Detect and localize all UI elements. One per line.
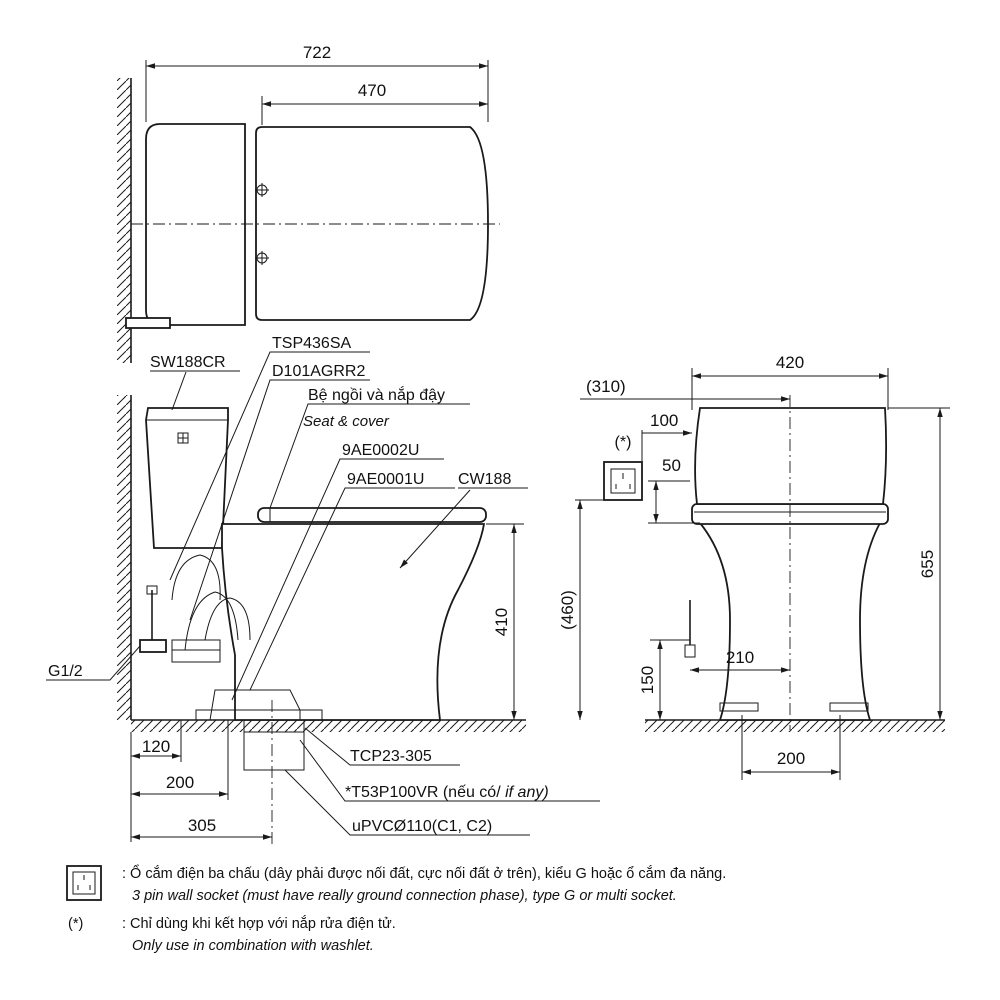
side-trap-curve-1 [171, 554, 221, 601]
label-asterisk-front: (*) [615, 434, 632, 451]
label-upvc-pipe: uPVCØ110(C1, C2) [352, 818, 492, 835]
dim-210: 210 [726, 648, 754, 667]
dim-460: (460) [558, 590, 577, 630]
top-inlet-valve [125, 317, 171, 329]
note-star-vi: : Chỉ dùng khi kết hợp với nắp rửa điện … [122, 915, 396, 932]
dim-150: 150 [638, 666, 657, 694]
label-d101agrr2: D101AGRR2 [272, 363, 365, 380]
label-g12: G1/2 [48, 663, 83, 680]
side-floor-hatch [131, 720, 526, 732]
dim-100: 100 [650, 411, 678, 430]
label-tsp436sa: TSP436SA [272, 335, 351, 352]
dim-655: 655 [918, 550, 937, 578]
note-star-en: Only use in combination with washlet. [132, 938, 374, 954]
dim-310: (310) [586, 377, 626, 396]
label-9ae0002u: 9AE0002U [342, 442, 419, 459]
side-seat-outline [257, 507, 487, 523]
side-outlet-elbow [209, 689, 301, 721]
front-tank-outline [694, 407, 888, 505]
note-star-marker: (*) [68, 916, 83, 932]
front-socket-icon [603, 461, 643, 501]
note-socket-icon [66, 865, 102, 901]
front-view: (*) 420 (310) 100 50 (460) 655 150 210 [558, 353, 950, 780]
label-seat-en: Seat & cover [303, 413, 390, 430]
top-tank-outline [145, 123, 246, 326]
label-tcp23-305: TCP23-305 [350, 748, 432, 765]
label-cw188: CW188 [458, 471, 511, 488]
note-socket-en: 3 pin wall socket (must have really grou… [132, 888, 677, 904]
side-tank-outline [145, 407, 229, 549]
dim-420: 420 [776, 353, 804, 372]
dim-470: 470 [358, 81, 386, 100]
top-wall-hatch [117, 78, 131, 363]
side-flush-pipe [171, 639, 221, 663]
label-9ae0001u: 9AE0001U [347, 471, 424, 488]
note-socket-vi: : Ổ cắm điện ba chấu (dây phải được nối … [122, 864, 726, 882]
dim-50: 50 [662, 456, 681, 475]
front-bolt-left [719, 702, 759, 712]
dim-200-front: 200 [777, 749, 805, 768]
dim-410: 410 [492, 608, 511, 636]
notes: : Ổ cắm điện ba chấu (dây phải được nối … [66, 864, 726, 954]
dim-200-side: 200 [166, 773, 194, 792]
top-seat-outline [255, 126, 489, 321]
label-t53p100vr: *T53P100VR (nếu có/ if any) [345, 784, 549, 801]
side-wall-hatch [117, 395, 131, 720]
leader-cw188 [399, 489, 471, 569]
front-bolt-right [829, 702, 869, 712]
dim-120: 120 [142, 737, 170, 756]
side-bowl-outline [221, 523, 486, 721]
side-view: 410 120 200 305 SW188CR TSP436SA D101AGR… [46, 335, 600, 845]
label-sw188cr: SW188CR [150, 354, 226, 371]
side-inlet-valve [139, 639, 167, 653]
dim-305: 305 [188, 816, 216, 835]
front-floor-hatch [645, 720, 945, 732]
top-view: 722 470 [117, 43, 500, 363]
label-seat-vi: Bệ ngồi và nắp đậy [308, 385, 445, 404]
dim-722: 722 [303, 43, 331, 62]
